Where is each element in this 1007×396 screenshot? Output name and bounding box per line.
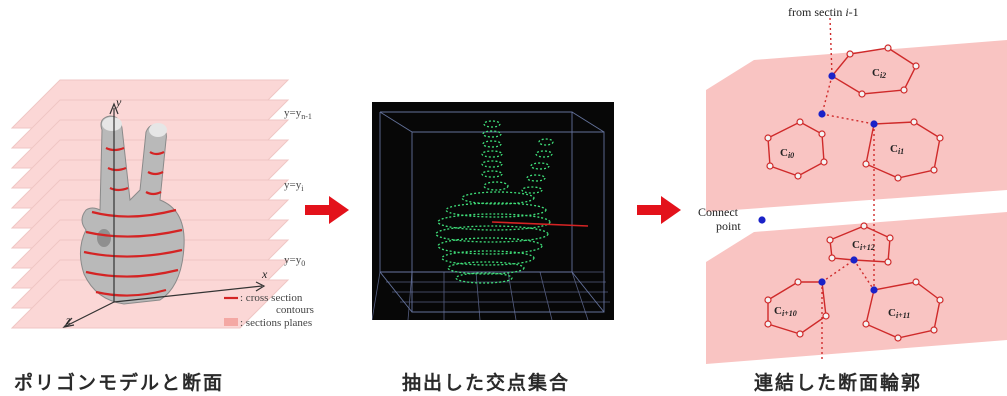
contour-label-i10: Ci+10 — [774, 305, 797, 318]
contour-label-i2: Ci2 — [872, 67, 886, 80]
arrow-right-icon — [305, 196, 349, 224]
contour-label-i11: Ci+11 — [888, 307, 910, 320]
level-bot-label: y=y0 — [284, 254, 305, 268]
hand-shape — [80, 115, 185, 305]
upper-section-plane — [706, 40, 1007, 212]
contour-label-i0: Ci0 — [780, 147, 794, 160]
hand-model-figure: y x z y=yn-1 y=yi y=y0 : cross section c… — [0, 60, 340, 360]
axis-x-label: x — [261, 267, 268, 281]
legend-planes-label: : sections planes — [240, 317, 312, 329]
point-set-figure — [372, 102, 614, 320]
legend-plane-swatch — [224, 318, 238, 326]
caption-extracted-points: 抽出した交点集合 — [402, 372, 571, 394]
axis-line — [491, 221, 589, 227]
connect-point-label-line2: point — [716, 219, 741, 233]
level-mid-label: y=yi — [284, 179, 304, 193]
level-top-label: y=yn-1 — [284, 107, 312, 121]
axis-z-label: z — [65, 313, 71, 327]
axis-y-label: y — [115, 95, 122, 109]
contour-label-i12: Ci+12 — [852, 239, 875, 252]
connection-lines — [821, 17, 875, 362]
floor-grid — [372, 271, 610, 320]
lower-section-plane — [706, 212, 1007, 364]
legend-contours-line1: : cross section — [240, 292, 303, 304]
connect-point-label-line1: Connect — [698, 205, 739, 219]
caption-connected-contours: 連結した断面輪郭 — [754, 372, 923, 394]
from-section-label: from sectin i-1 — [788, 5, 859, 19]
contour-connection-figure: from sectin i-1 Connect point Ci0 Ci1 Ci… — [676, 0, 1007, 396]
caption-polygon-model: ポリゴンモデルと断面 — [14, 372, 225, 394]
lower-contour-vertices — [764, 222, 944, 342]
upper-contour-vertices — [764, 44, 944, 182]
cross-section-contours — [83, 146, 183, 297]
connect-points — [758, 72, 878, 294]
intersection-points — [435, 120, 554, 284]
contour-label-i1: Ci1 — [890, 143, 904, 156]
legend-contours-line2: contours — [276, 304, 314, 316]
axes — [62, 102, 266, 328]
arrow-right-icon — [637, 196, 681, 224]
